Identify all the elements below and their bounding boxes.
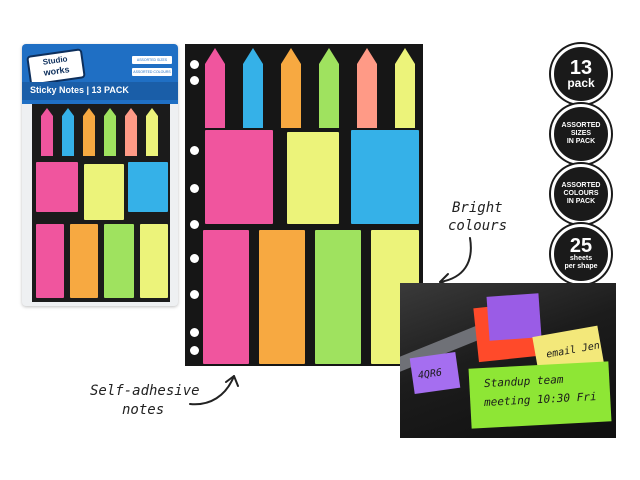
note-orange-rect <box>259 230 305 364</box>
arrow-flag-pink <box>205 48 225 128</box>
binder-hole <box>190 290 199 299</box>
package-note-pink-square <box>36 162 78 212</box>
product-package: Studio works ASSORTED SIZES ASSORTED COL… <box>22 44 178 306</box>
package-tag-colours: ASSORTED COLOURS <box>132 68 172 76</box>
usage-photo: 4QR6 email Jen Standup team meeting 10:3… <box>400 283 616 438</box>
callout-bright-line1: Bright <box>452 200 503 216</box>
package-tag-sizes: ASSORTED SIZES <box>132 56 172 64</box>
binder-hole <box>190 328 199 337</box>
note-blue-square <box>351 130 419 224</box>
binder-hole <box>190 220 199 229</box>
badge-sheets-label: sheets <box>569 255 593 262</box>
binder-hole <box>190 146 199 155</box>
package-flag-pink <box>41 108 53 156</box>
package-note-yellow-square <box>84 164 124 220</box>
badge-colours-line2: COLOURS <box>563 190 599 197</box>
package-flag-green <box>104 108 116 156</box>
binder-hole <box>190 346 199 355</box>
badge-sizes-line1: ASSORTED <box>561 122 601 129</box>
sheet-arrow-flags <box>205 48 415 128</box>
sticky-notes-sheet <box>185 44 423 366</box>
note-yellow-square <box>287 132 339 224</box>
package-flag-salmon <box>125 108 137 156</box>
callout-adhesive-line1: Self-adhesive <box>90 383 200 399</box>
badge-sheets-number: 25 <box>569 235 593 257</box>
binder-hole <box>190 254 199 263</box>
badge-sizes-line2: SIZES <box>570 130 592 137</box>
package-flag-blue <box>62 108 74 156</box>
arrow-flag-orange <box>281 48 301 128</box>
badge-pack-label: pack <box>567 76 595 90</box>
badge-assorted-colours: ASSORTED COLOURS IN PACK <box>551 164 611 224</box>
package-note-blue-square <box>128 162 168 212</box>
note-green-rect <box>315 230 361 364</box>
callout-bright-arrow <box>439 237 472 287</box>
arrow-flag-blue <box>243 48 263 128</box>
note-pink-rect <box>203 230 249 364</box>
badge-sizes-line3: IN PACK <box>566 138 596 145</box>
badge-assorted-sizes: ASSORTED SIZES IN PACK <box>551 104 611 164</box>
arrow-flag-salmon <box>357 48 377 128</box>
badge-pack-count: 13 pack <box>551 44 611 104</box>
arrow-flag-green <box>319 48 339 128</box>
package-note-green-rect <box>104 224 134 298</box>
callout-adhesive-line2: notes <box>122 402 165 418</box>
package-flag-orange <box>83 108 95 156</box>
badge-sheets-per-shape: 25 sheets per shape <box>551 224 611 284</box>
package-title-band <box>22 82 178 100</box>
photo-note-purple <box>486 293 542 341</box>
badge-colours-line1: ASSORTED <box>561 182 601 189</box>
badge-pack-number: 13 <box>569 57 593 79</box>
package-note-pink-rect <box>36 224 64 298</box>
package-notes-tray <box>32 104 170 302</box>
arrow-flag-yellow <box>395 48 415 128</box>
package-note-yellow-rect <box>140 224 168 298</box>
callout-bright-line2: colours <box>448 218 508 234</box>
package-title: Sticky Notes | 13 PACK <box>30 85 129 95</box>
package-arrow-flags <box>41 108 158 156</box>
package-note-orange-rect <box>70 224 98 298</box>
badge-colours-line3: IN PACK <box>566 198 596 205</box>
package-flag-yellow <box>146 108 158 156</box>
binder-hole <box>190 184 199 193</box>
binder-hole <box>190 76 199 85</box>
badge-sheets-per-shape-label: per shape <box>564 263 598 270</box>
callout-adhesive-arrow <box>189 375 239 406</box>
binder-hole <box>190 60 199 69</box>
note-pink-square <box>205 130 273 224</box>
